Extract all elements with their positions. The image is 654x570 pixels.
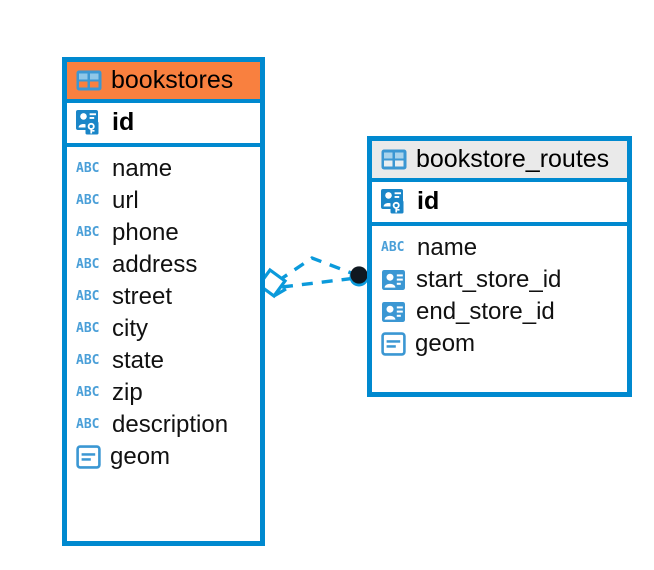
relationship-line-lower — [281, 276, 357, 289]
geometry-type-icon — [76, 445, 101, 469]
entity-header-bookstores[interactable]: bookstores — [67, 62, 260, 100]
circle-endpoint-marker — [349, 266, 369, 287]
column-label: start_store_id — [416, 266, 562, 294]
column-label: phone — [112, 219, 179, 247]
column-label: state — [112, 347, 165, 375]
column-row-name[interactable]: ABC name — [67, 153, 260, 185]
column-label: geom — [110, 443, 171, 471]
column-label: address — [112, 251, 198, 279]
text-type-icon: ABC — [76, 385, 100, 401]
column-row-start-store-id[interactable]: start_store_id — [372, 264, 627, 296]
column-row-phone[interactable]: ABC phone — [67, 217, 260, 249]
table-grid-icon — [76, 70, 102, 91]
column-row-geom[interactable]: geom — [67, 441, 260, 473]
text-type-icon: ABC — [76, 257, 100, 273]
column-label: zip — [112, 379, 143, 407]
primary-key-icon — [76, 110, 99, 135]
text-type-icon: ABC — [76, 321, 100, 337]
column-label: end_store_id — [416, 298, 555, 326]
column-label: name — [417, 234, 478, 262]
geometry-type-icon — [381, 332, 406, 356]
column-row-primary-key[interactable]: id — [67, 99, 260, 148]
foreign-key-icon — [382, 270, 405, 291]
relationship-line-upper — [277, 256, 355, 283]
column-row-zip[interactable]: ABC zip — [67, 377, 260, 409]
column-row-street[interactable]: ABC street — [67, 281, 260, 313]
text-type-icon: ABC — [76, 193, 100, 209]
column-label: description — [112, 411, 229, 439]
column-row-primary-key[interactable]: id — [372, 178, 627, 227]
entity-title: bookstore_routes — [416, 145, 610, 173]
column-list-bookstore-routes: ABC name start_store_id — [372, 226, 627, 367]
entity-bookstores[interactable]: bookstores id ABC name ABC — [62, 57, 265, 546]
text-type-icon: ABC — [76, 161, 100, 177]
column-label: id — [417, 187, 440, 216]
entity-title: bookstores — [111, 66, 234, 94]
column-row-url[interactable]: ABC url — [67, 185, 260, 217]
column-label: url — [112, 187, 139, 215]
column-label: geom — [415, 330, 476, 358]
column-list-bookstores: ABC name ABC url ABC phone ABC address A… — [67, 147, 260, 480]
text-type-icon: ABC — [381, 240, 405, 256]
entity-header-bookstore-routes[interactable]: bookstore_routes — [372, 141, 627, 179]
primary-key-icon — [381, 189, 404, 214]
column-label: name — [112, 155, 173, 183]
text-type-icon: ABC — [76, 353, 100, 369]
text-type-icon: ABC — [76, 289, 100, 305]
foreign-key-icon — [382, 302, 405, 323]
table-grid-icon — [381, 149, 407, 170]
column-row-address[interactable]: ABC address — [67, 249, 260, 281]
column-row-name[interactable]: ABC name — [372, 232, 627, 264]
text-type-icon: ABC — [76, 417, 100, 433]
column-label: city — [112, 315, 148, 343]
column-row-description[interactable]: ABC description — [67, 409, 260, 441]
column-row-geom[interactable]: geom — [372, 328, 627, 360]
column-row-state[interactable]: ABC state — [67, 345, 260, 377]
column-row-end-store-id[interactable]: end_store_id — [372, 296, 627, 328]
column-label: street — [112, 283, 173, 311]
column-label: id — [112, 108, 135, 137]
entity-bookstore-routes[interactable]: bookstore_routes id ABC name — [367, 136, 632, 397]
column-row-city[interactable]: ABC city — [67, 313, 260, 345]
text-type-icon: ABC — [76, 225, 100, 241]
